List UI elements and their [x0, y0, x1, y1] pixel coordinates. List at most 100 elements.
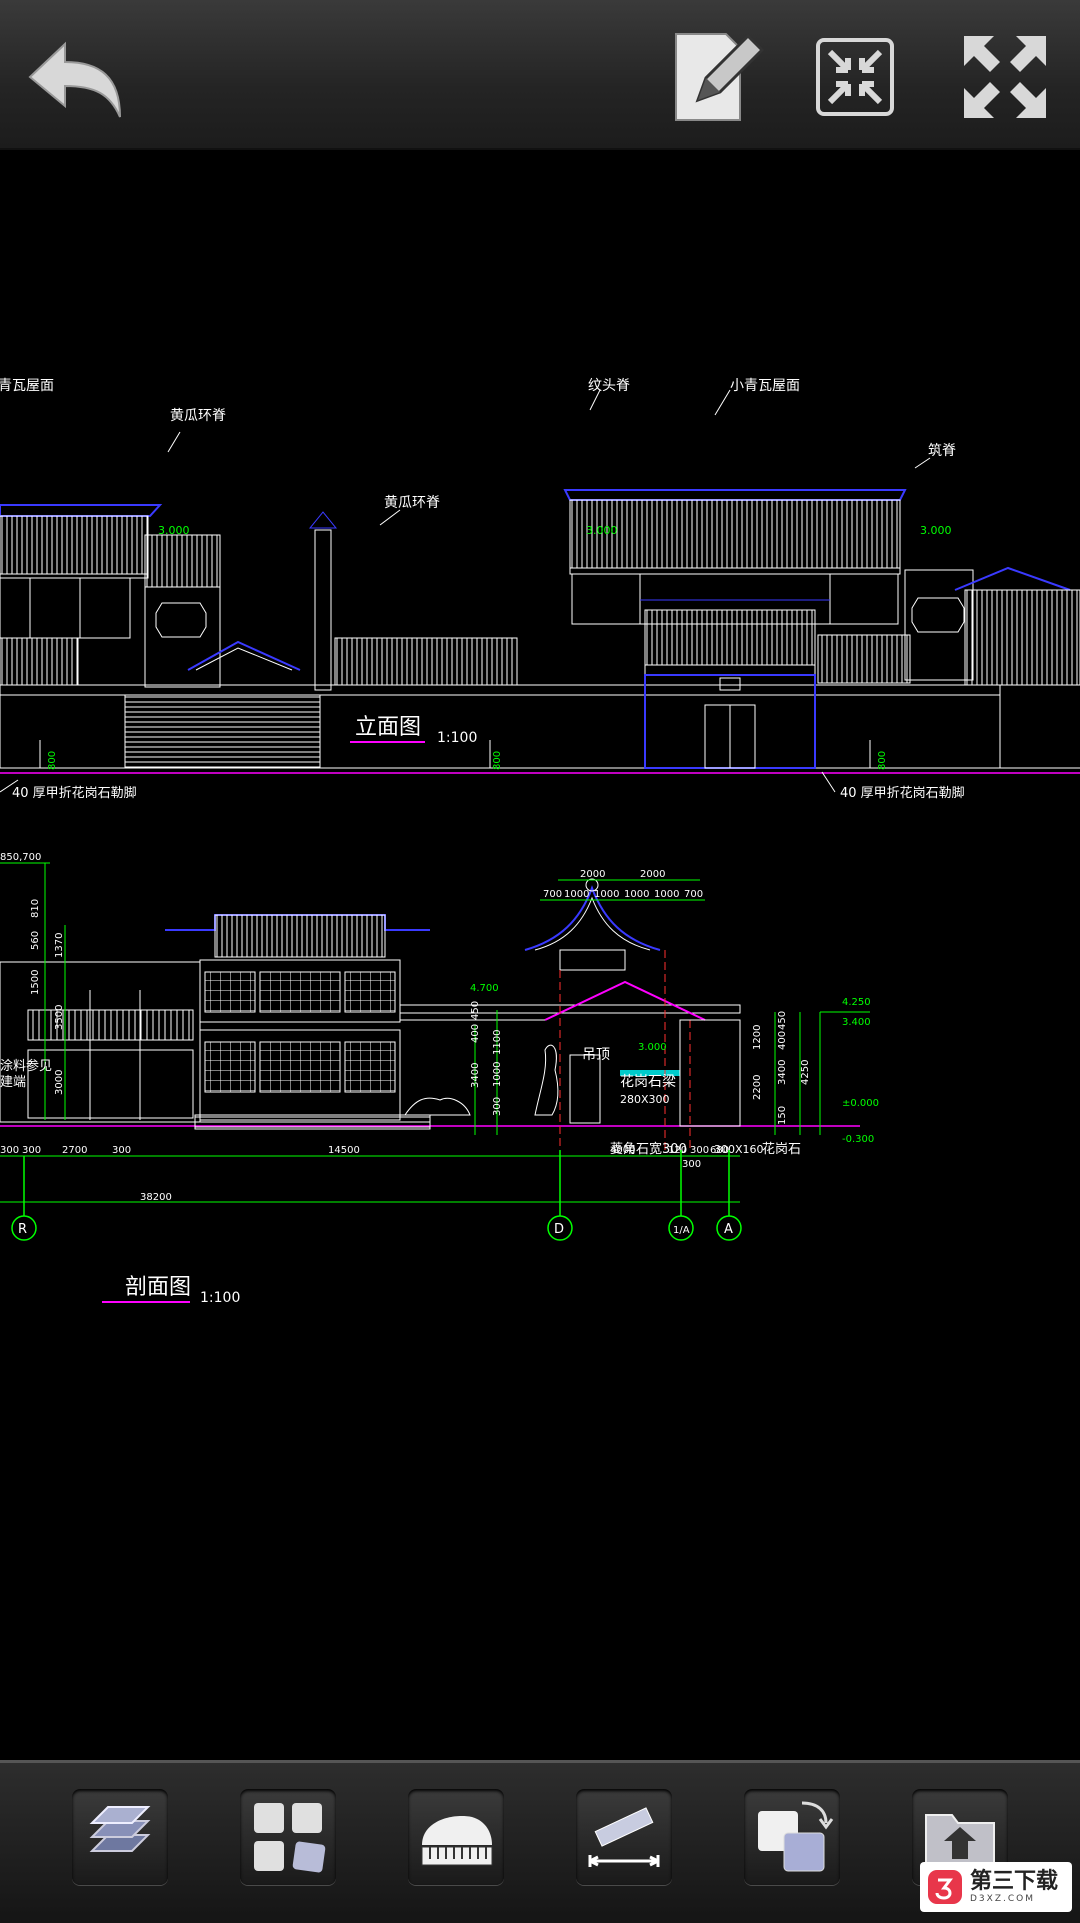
dim-b120: 120: [668, 1145, 687, 1156]
label-ridge-right: 筑脊: [928, 443, 956, 459]
dim-700-b: 700: [684, 889, 703, 900]
left-building: [0, 504, 221, 688]
dim-1000-b: 1000: [594, 889, 619, 900]
label-left-note-2: 建端: [0, 1075, 26, 1090]
axis-tag-a: A: [724, 1222, 733, 1237]
watermark-url: D3XZ.COM: [970, 1893, 1035, 1904]
level-right: 3.000: [920, 524, 952, 537]
dim-l3400: 3400: [470, 1063, 481, 1088]
level-mid: 3.000: [586, 524, 618, 537]
back-icon: [28, 41, 121, 118]
layouts-button[interactable]: [240, 1789, 336, 1885]
back-button[interactable]: [20, 22, 130, 132]
dim-v5: 3500: [54, 1005, 65, 1030]
dim-v6: 3000: [54, 1070, 65, 1095]
dim-1000-c: 1000: [624, 889, 649, 900]
base-height-1: 800: [47, 751, 58, 770]
dim-700-a: 700: [543, 889, 562, 900]
fullscreen-button[interactable]: [950, 22, 1060, 132]
cad-drawing[interactable]: 青瓦屋面 黄瓜环脊 黄瓜环脊 纹头脊 小青瓦屋面 筑脊 40 厚甲折花岗石勒脚 …: [0, 150, 1080, 1760]
label-granite: 花岗石: [762, 1141, 801, 1157]
level-4700: 4.700: [470, 983, 499, 994]
drawing-tools-icon: [421, 1816, 493, 1866]
elevation-view: 青瓦屋面 黄瓜环脊 黄瓜环脊 纹头脊 小青瓦屋面 筑脊 40 厚甲折花岗石勒脚 …: [0, 378, 1080, 801]
pavilion: [524, 878, 741, 1150]
axis-circle-1a: [668, 1215, 694, 1241]
dim-top-left: 850,700: [0, 852, 41, 863]
dim-b680: 680: [710, 1145, 729, 1156]
axis-tag-d: D: [554, 1222, 564, 1237]
layers-icon: [89, 1806, 151, 1852]
top-toolbar: [0, 0, 1080, 150]
dim-l450: 450: [470, 1001, 481, 1020]
dim-r400: 400: [777, 1031, 788, 1050]
dim-r150: 150: [777, 1106, 788, 1125]
dim-l400: 400: [470, 1024, 481, 1043]
dim-v3: 560: [30, 931, 41, 950]
dim-b300-c: 300: [112, 1145, 131, 1156]
axis-circle-r: [11, 1215, 37, 1241]
label-ridge-mid: 黄瓜环脊: [384, 494, 440, 511]
level-3000: 3.000: [638, 1042, 667, 1053]
drawing-tools-button[interactable]: [408, 1789, 504, 1885]
dim-1000-a: 1000: [564, 889, 589, 900]
dim-r4250: 4250: [800, 1060, 811, 1085]
dim-b14500: 14500: [328, 1145, 360, 1156]
label-base-right: 40 厚甲折花岗石勒脚: [840, 785, 965, 801]
dim-v2: 1370: [54, 933, 65, 958]
dim-b2700: 2700: [62, 1145, 87, 1156]
level-zero: ±0.000: [842, 1098, 879, 1109]
fit-screen-icon: [816, 38, 894, 116]
axis-circle-d: [547, 1215, 573, 1241]
base-height-2: 800: [492, 751, 503, 770]
dim-l1000: 1000: [492, 1062, 503, 1087]
level-left: 3.000: [158, 524, 190, 537]
label-beam: 花岗石梁: [620, 1074, 676, 1090]
measure-button[interactable]: [576, 1789, 672, 1885]
site-logo-icon: [928, 1870, 962, 1904]
label-base-left: 40 厚甲折花岗石勒脚: [12, 785, 137, 801]
dim-2000-b: 2000: [640, 869, 665, 880]
level-3400: 3.400: [842, 1017, 871, 1028]
edit-button[interactable]: [668, 22, 778, 132]
dim-r450: 450: [777, 1011, 788, 1030]
dim-b300-e: 300: [682, 1159, 701, 1170]
export-icon: [925, 1814, 995, 1872]
dim-r1200: 1200: [752, 1025, 763, 1050]
bottom-toolbar: [0, 1760, 1080, 1923]
level-neg: -0.300: [842, 1134, 874, 1145]
dim-r2200: 2200: [752, 1075, 763, 1100]
copy-button[interactable]: [744, 1789, 840, 1885]
fullscreen-icon: [964, 36, 1046, 118]
right-building: [563, 489, 1080, 769]
axis-circle-a: [716, 1215, 742, 1241]
base-height-3: 800: [877, 751, 888, 770]
level-4250: 4.250: [842, 997, 871, 1008]
section-view: 850,700 810 1370 560 1500 3500 3000 2000…: [0, 852, 879, 1306]
axis-tag-r: R: [18, 1222, 27, 1237]
axis-tag-1a: 1/A: [673, 1225, 690, 1236]
label-ridge-left: 黄瓜环脊: [170, 407, 226, 424]
elevation-title: 立面图: [355, 715, 421, 740]
edit-document-icon: [675, 33, 765, 121]
drawing-canvas[interactable]: 青瓦屋面 黄瓜环脊 黄瓜环脊 纹头脊 小青瓦屋面 筑脊 40 厚甲折花岗石勒脚 …: [0, 150, 1080, 1760]
site-watermark: 第三下载 D3XZ.COM: [920, 1862, 1072, 1912]
section-title: 剖面图: [125, 1275, 191, 1300]
dim-l300: 300: [492, 1097, 503, 1116]
fit-screen-button[interactable]: [800, 22, 910, 132]
dim-1000-d: 1000: [654, 889, 679, 900]
measure-icon: [588, 1807, 660, 1867]
dim-2000-a: 2000: [580, 869, 605, 880]
dim-b300-d: 300: [690, 1145, 709, 1156]
dim-l1100: 1100: [492, 1030, 503, 1055]
layers-button[interactable]: [72, 1789, 168, 1885]
dim-r3400: 3400: [777, 1060, 788, 1085]
dim-v1: 810: [30, 899, 41, 918]
label-left-note-1: 涂料参见: [0, 1058, 52, 1074]
label-roof-left: 青瓦屋面: [0, 378, 54, 394]
watermark-title: 第三下载: [970, 1868, 1059, 1894]
elevation-scale: 1:100: [437, 730, 477, 746]
label-ridge-scroll: 纹头脊: [588, 378, 630, 394]
layouts-icon: [254, 1803, 326, 1873]
label-ceiling: 吊顶: [582, 1047, 610, 1063]
